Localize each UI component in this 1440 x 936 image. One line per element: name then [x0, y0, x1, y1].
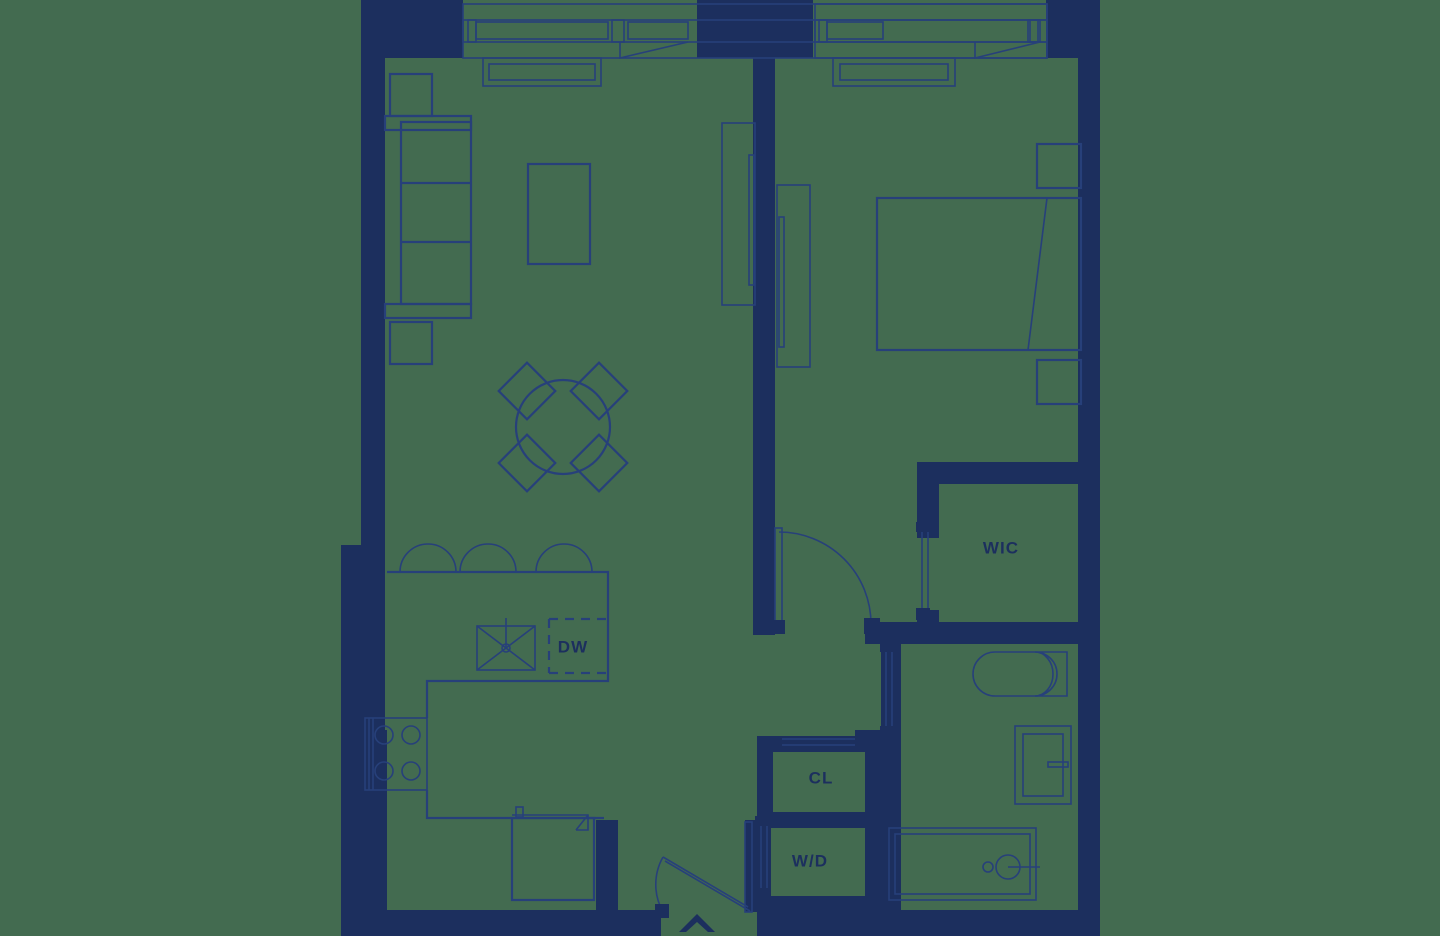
door-wic: [916, 522, 930, 620]
dishwasher: [547, 617, 608, 675]
hall-closet: [721, 122, 756, 306]
dining-table: [497, 361, 629, 493]
coffee-table: [526, 162, 592, 266]
room-label-wd: W/D: [792, 851, 828, 870]
refrigerator: [510, 806, 596, 902]
bar-stools: [399, 543, 593, 573]
radiator-left: [482, 57, 602, 87]
wall-structure: [341, 0, 1100, 936]
room-label-cl: CL: [809, 768, 834, 787]
door-entry: [654, 821, 753, 918]
toilet: [972, 651, 1068, 697]
nightstand-upper: [1035, 142, 1083, 190]
door-wd: [755, 816, 771, 898]
cooktop: [364, 717, 428, 791]
vanity: [1014, 725, 1072, 805]
door-bath: [880, 642, 896, 736]
bedroom-closet: [776, 184, 811, 368]
bathtub: [888, 827, 1040, 901]
radiator-right: [832, 57, 956, 87]
entry-arrow-icon: [679, 914, 715, 932]
door-bedroom: [771, 527, 880, 634]
side-table-upper: [388, 72, 434, 118]
sink: [476, 618, 536, 671]
window-bedroom: [814, 3, 1048, 60]
kitchen-island: [387, 570, 610, 718]
side-table-lower: [388, 320, 434, 366]
sofa: [383, 114, 473, 320]
room-label-wic: WIC: [983, 538, 1019, 557]
bed: [875, 196, 1083, 352]
nightstand-lower: [1035, 358, 1083, 406]
door-cl: [772, 736, 865, 750]
room-label-dw: DW: [558, 637, 589, 656]
